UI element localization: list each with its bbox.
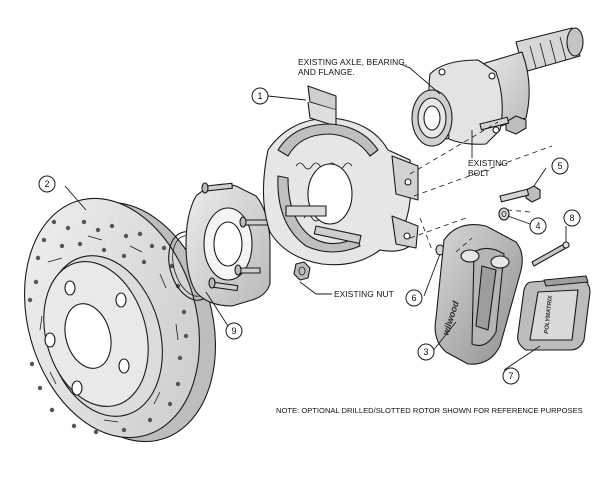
callout-1: 1	[251, 87, 269, 105]
axle-bearing-flange	[411, 27, 584, 147]
callout-6: 6	[405, 289, 423, 307]
svg-text:7: 7	[508, 371, 513, 381]
callout-8: 8	[563, 209, 581, 227]
existing-bolt	[479, 115, 527, 135]
callout-7: 7	[502, 367, 520, 385]
callout-2: 2	[38, 175, 56, 193]
nut-label: EXISTING NUT	[334, 289, 394, 299]
svg-text:4: 4	[535, 221, 540, 231]
caliper	[434, 224, 523, 365]
brake-pads	[517, 275, 591, 351]
bolt-label-line2: BOLT	[468, 168, 490, 178]
assembly-guides	[409, 121, 553, 253]
svg-text:9: 9	[231, 326, 236, 336]
bolt-label-line1: EXISTING	[468, 158, 508, 168]
axle-label-line2: AND FLANGE.	[298, 67, 355, 77]
callout-4: 4	[529, 217, 547, 235]
hat-adapter	[185, 182, 271, 307]
svg-text:2: 2	[44, 179, 49, 189]
existing-nut	[293, 261, 311, 281]
callout-9: 9	[225, 322, 243, 340]
svg-text:6: 6	[411, 293, 416, 303]
callout-3: 3	[417, 343, 435, 361]
backing-plate-parking-brake	[262, 85, 419, 266]
caliper-bolt	[499, 185, 541, 203]
callout-5: 5	[551, 157, 569, 175]
svg-text:3: 3	[423, 347, 428, 357]
rotor	[23, 197, 217, 443]
axle-label-line1: EXISTING AXLE, BEARING,	[298, 57, 407, 67]
pad-brand-logo: POLYMATRIX	[544, 294, 554, 334]
svg-text:5: 5	[557, 161, 562, 171]
washer	[498, 207, 510, 221]
leader-lines	[64, 63, 567, 371]
svg-text:8: 8	[569, 213, 574, 223]
cotter-pin	[531, 241, 570, 267]
reference-note: NOTE: OPTIONAL DRILLED/SLOTTED ROTOR SHO…	[276, 406, 583, 415]
svg-text:1: 1	[257, 91, 262, 101]
